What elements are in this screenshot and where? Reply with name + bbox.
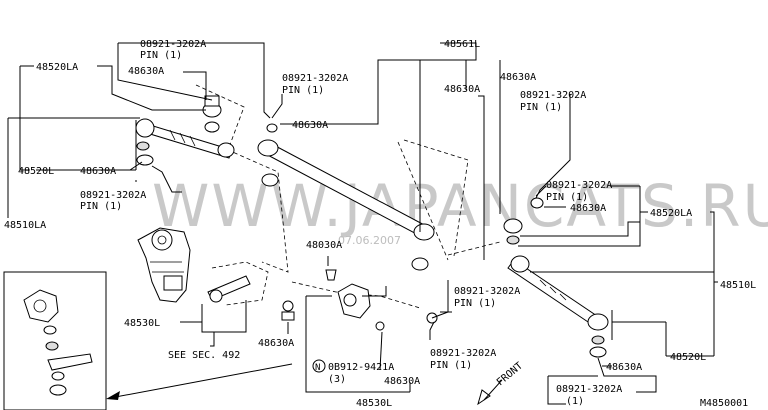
label-n-qty: (3)	[328, 374, 346, 385]
inset-detail	[3, 271, 107, 410]
label-front: FRONT	[495, 361, 525, 389]
label-pin-qty-bottom-right: (1)	[566, 396, 584, 407]
watermark: WWW.JAPANCATS.RU	[152, 172, 768, 240]
label-pin-text-middle: PIN (1)	[282, 85, 324, 96]
label-pin-text-right-2: PIN (1)	[546, 192, 588, 203]
label-48630a-bottom-left: 48630A	[258, 338, 294, 349]
label-48630a-right-2: 48630A	[570, 203, 606, 214]
label-pin-text-top: PIN (1)	[140, 50, 182, 61]
label-48510l: 48510L	[720, 280, 756, 291]
label-pin-code-bottom-center: 08921-3202A	[430, 348, 496, 359]
right-tie-rod	[503, 197, 609, 358]
label-pin-text-bottom-center: PIN (1)	[430, 360, 472, 371]
left-tie-rod	[135, 95, 235, 166]
idler-arm-left	[207, 275, 295, 321]
label-pin-text-left: PIN (1)	[80, 201, 122, 212]
label-48630a-top-left: 48630A	[128, 66, 164, 77]
center-link	[257, 123, 435, 271]
label-see-sec: SEE SEC. 492	[168, 350, 240, 361]
label-pin-code-right: 08921-3202A	[520, 90, 586, 101]
label-pin-code-top: 08921-3202A	[140, 39, 206, 50]
label-n-code: 0B912-9421A	[328, 362, 394, 373]
label-48530l-left: 48530L	[124, 318, 160, 329]
leader-lines	[7, 42, 718, 406]
label-48630a-center: 48630A	[444, 84, 480, 95]
label-48630a-right-top: 48630A	[500, 72, 536, 83]
label-48630a-bottom-center: 48630A	[384, 376, 420, 387]
idler-arm-center	[325, 269, 438, 331]
label-48030a: 48030A	[306, 240, 342, 251]
label-pin-text-right: PIN (1)	[520, 102, 562, 113]
n-mark-circle	[312, 359, 326, 373]
label-pin-code-bottom-right: 08921-3202A	[556, 384, 622, 395]
label-pin-code-center: 08921-3202A	[454, 286, 520, 297]
label-pin-code-right-2: 08921-3202A	[546, 180, 612, 191]
label-48630a-low-left: 48630A	[80, 166, 116, 177]
label-48630a-middle: 48630A	[292, 120, 328, 131]
label-48630a-bottom-right: 48630A	[606, 362, 642, 373]
date-stamp: 07.06.2007	[338, 234, 401, 247]
label-48520l-left: 48520L	[18, 166, 54, 177]
steering-gear	[137, 227, 191, 303]
label-pin-code-middle: 08921-3202A	[282, 73, 348, 84]
label-48530l-bottom: 48530L	[356, 398, 392, 409]
dashed-outlines	[195, 84, 501, 309]
label-pin-text-center: PIN (1)	[454, 298, 496, 309]
label-48520la-right: 48520LA	[650, 208, 692, 219]
label-48561l: 48561L	[444, 39, 480, 50]
label-48520la-left: 48520LA	[36, 62, 78, 73]
label-pin-code-left: 08921-3202A	[80, 190, 146, 201]
label-figure-code: M4850001	[700, 398, 748, 409]
label-n-mark: N	[315, 363, 320, 373]
label-48520l-right: 48520L	[670, 352, 706, 363]
label-48510la: 48510LA	[4, 220, 46, 231]
